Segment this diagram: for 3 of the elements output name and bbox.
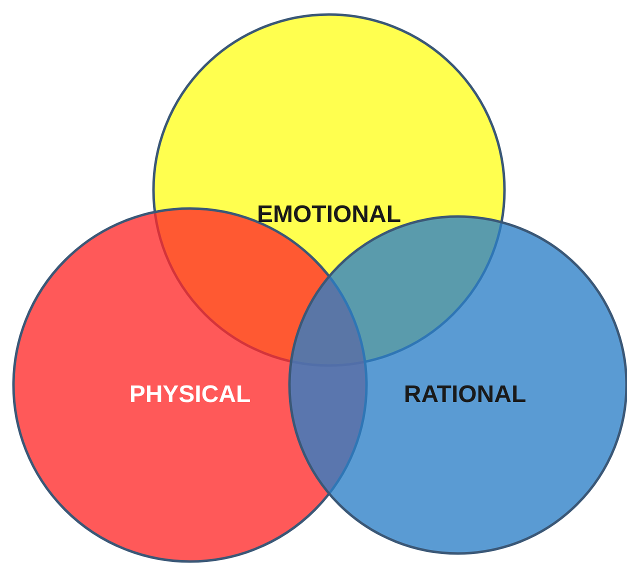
circle-label: PHYSICAL	[129, 381, 251, 409]
circle-label: EMOTIONAL	[257, 201, 401, 229]
circle-label: RATIONAL	[404, 381, 526, 409]
